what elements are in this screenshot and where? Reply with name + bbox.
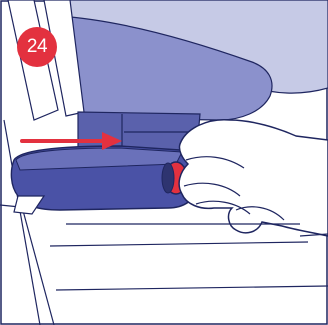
hand-illustration bbox=[179, 120, 328, 236]
base-line-2 bbox=[50, 242, 308, 246]
base-line-3 bbox=[56, 286, 328, 290]
red-release-button-rim bbox=[162, 163, 174, 193]
step-number-badge: 24 bbox=[17, 27, 57, 67]
